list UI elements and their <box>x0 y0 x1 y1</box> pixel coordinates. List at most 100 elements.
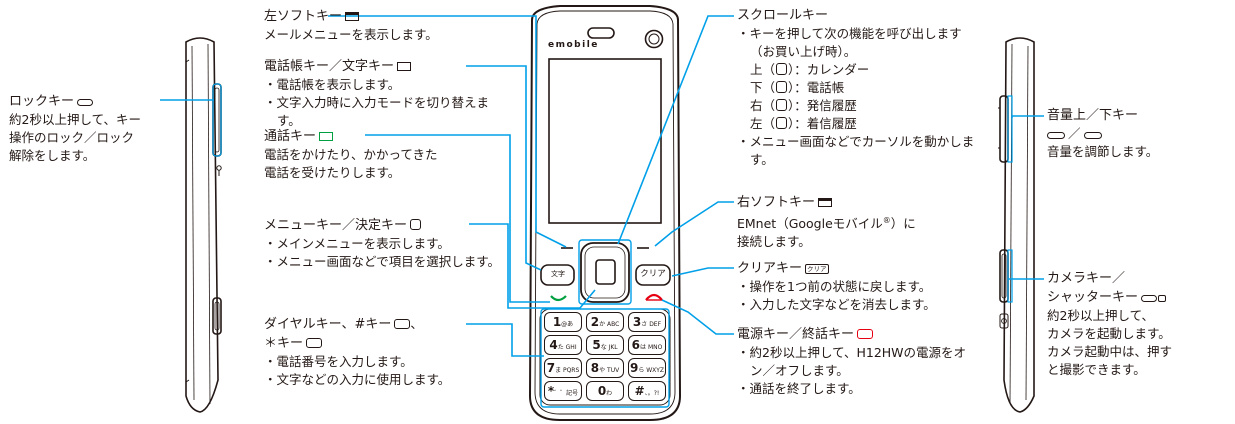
call-key-desc-2: 電話を受けたりします。 <box>264 165 401 180</box>
lock-key-desc-3: 解除をします。 <box>9 148 96 163</box>
lock-key-title: ロックキー <box>9 94 75 109</box>
power-key-icon <box>857 329 874 339</box>
scroll-down-icon <box>776 81 788 93</box>
dial-key-5[interactable]: 5な JKL <box>586 335 624 355</box>
dial-key-0[interactable]: 0わ <box>586 381 624 401</box>
highlight-camera-key <box>1007 249 1013 303</box>
phone-left-side-view <box>185 37 222 413</box>
front-camera <box>644 29 664 49</box>
dial-key-9[interactable]: 9ら WXYZ <box>628 358 666 378</box>
dial-key-hash[interactable]: #、。?! <box>628 381 666 401</box>
leader-volume-key <box>1011 115 1044 118</box>
leader-clear-key <box>671 267 734 277</box>
volume-down-icon <box>1083 132 1102 139</box>
volume-key-button[interactable] <box>999 95 1009 163</box>
volume-separator: ／ <box>1068 126 1081 141</box>
dial-key-8[interactable]: 8や TUV <box>586 358 624 378</box>
camera-key-title: カメラキー／ <box>1047 271 1126 286</box>
call-key-icon[interactable] <box>550 295 567 302</box>
annotation-right-soft-key: 右ソフトキー EMnet（Googleモバイル®）に 接続します。 <box>737 195 916 250</box>
annotation-power-key: 電源キー／終話キー 約2秒以上押して、H12HWの電源をオン／オフします。 通話… <box>737 325 977 398</box>
menu-key-bullet-1: メインメニューを表示します。 <box>264 235 494 253</box>
leader-dial-key <box>466 323 544 357</box>
leader-phonebook-key <box>466 65 542 271</box>
scroll-key-bullet-2: メニュー画面などでカーソルを動かします。 <box>737 133 976 169</box>
camera-key-desc-3: カメラ起動中は、押す <box>1047 344 1173 359</box>
leader-right-soft-key <box>654 201 734 247</box>
lock-key-desc-1: 約2秒以上押して、キー <box>9 112 141 127</box>
menu-key-title: メニューキー／決定キー <box>264 218 408 233</box>
phonebook-key-title: 電話帳キー／文字キー <box>264 59 395 74</box>
star-key-icon <box>306 338 323 348</box>
annotation-lock-key: ロックキー 約2秒以上押して、キー 操作のロック／ロック 解除をします。 <box>9 92 141 165</box>
scroll-item-left: 左（）：着信履歴 <box>750 116 857 131</box>
volume-up-icon <box>1047 132 1065 139</box>
power-key-title: 電源キー／終話キー <box>737 327 855 342</box>
highlight-keypad <box>540 308 670 408</box>
annotation-scroll-key: スクロールキー キーを押して次の機能を呼び出します（お買い上げ時）。 上（）：カ… <box>737 7 977 169</box>
volume-key-desc: 音量を調節します。 <box>1047 144 1159 159</box>
camera-key-icon <box>1141 295 1158 302</box>
call-key-title: 通話キー <box>264 129 317 144</box>
dial-keypad: 1@あ 2か ABC 3さ DEF 4た GHI 5な JKL 6は MNO 7… <box>544 312 666 402</box>
annotation-menu-key: メニューキー／決定キー メインメニューを表示します。 メニュー画面などで項目を選… <box>264 216 500 271</box>
right-soft-key-title: 右ソフトキー <box>737 195 816 210</box>
clear-key-bullet-2: 入力した文字などを消去します。 <box>737 296 936 314</box>
lock-key-mark-icon <box>216 165 222 171</box>
annotation-call-key: 通話キー 電話をかけたり、かかってきた 電話を受けたりします。 <box>264 127 438 182</box>
camera-key-desc-4: と撮影できます。 <box>1047 362 1146 377</box>
call-key-small-icon <box>319 132 334 141</box>
leader-power-key <box>661 299 734 335</box>
menu-confirm-key[interactable] <box>595 259 616 285</box>
clear-key-icon: クリア <box>805 264 829 274</box>
dial-key-bullet-1: 電話番号を入力します。 <box>264 353 494 371</box>
right-soft-key-desc: EMnet（Googleモバイル <box>737 216 883 232</box>
leader-call-key <box>365 134 550 303</box>
scroll-item-right: 右（）：発信履歴 <box>750 98 857 113</box>
phonebook-key[interactable] <box>540 264 575 286</box>
phone-right-side-view <box>998 37 1035 413</box>
scroll-key-bullet-1: キーを押して次の機能を呼び出します（お買い上げ時）。 <box>737 25 976 61</box>
leader-lines <box>160 15 1044 408</box>
camera-icon <box>1158 295 1167 302</box>
dial-key-7[interactable]: 7ま PQRS <box>544 358 582 378</box>
scroll-left-icon <box>776 117 788 129</box>
annotation-phonebook-key: 電話帳キー／文字キー 電話帳を表示します。 文字入力時に入力モードを切り替えます… <box>264 57 494 130</box>
left-soft-key-desc: メールメニューを表示します。 <box>264 27 438 42</box>
display-screen <box>548 58 662 224</box>
dial-key-star[interactable]: *゛゜記号 <box>544 381 582 401</box>
phonebook-key-label: 文字 <box>551 270 565 278</box>
earpiece <box>587 27 615 39</box>
phonebook-key-bullet-1: 電話帳を表示します。 <box>264 76 494 94</box>
camera-key-desc-2: カメラを起動します。 <box>1047 326 1171 341</box>
phone-front-view <box>528 5 682 421</box>
end-key-icon[interactable] <box>645 293 663 301</box>
clear-key[interactable] <box>635 264 671 286</box>
annotation-dial-key: ダイヤルキー、#キー、 ＊キー 電話番号を入力します。 文字などの入力に使用しま… <box>264 315 494 389</box>
star-key-title: ＊キー <box>264 336 304 351</box>
annotation-volume-key: 音量上／下キー ／ 音量を調節します。 <box>1047 107 1158 161</box>
scroll-key-title: スクロールキー <box>737 8 829 23</box>
scroll-up-icon <box>776 63 788 75</box>
dial-key-4[interactable]: 4た GHI <box>544 335 582 355</box>
dial-key-3[interactable]: 3さ DEF <box>628 312 666 332</box>
clear-key-label: クリア <box>640 269 666 279</box>
lock-key-desc-2: 操作のロック／ロック <box>9 130 135 145</box>
power-key-bullet-2: 通話を終了します。 <box>737 380 977 398</box>
left-soft-key-icon <box>345 12 360 21</box>
phone-brand-logo: emobile <box>548 40 599 50</box>
dial-key-title: ダイヤルキー、#キー <box>264 317 392 332</box>
dial-key-1[interactable]: 1@あ <box>544 312 582 332</box>
dial-key-bullet-2: 文字などの入力に使用します。 <box>264 371 501 389</box>
right-soft-key-icon <box>818 198 833 207</box>
scroll-item-up: 上（）：カレンダー <box>750 62 870 77</box>
dial-key-2[interactable]: 2か ABC <box>586 312 624 332</box>
highlight-lock-key <box>212 83 222 157</box>
scroll-key[interactable] <box>580 242 630 303</box>
leader-menu-key <box>469 223 596 309</box>
dial-key-6[interactable]: 6は MNO <box>628 335 666 355</box>
hash-key-icon <box>394 319 411 329</box>
